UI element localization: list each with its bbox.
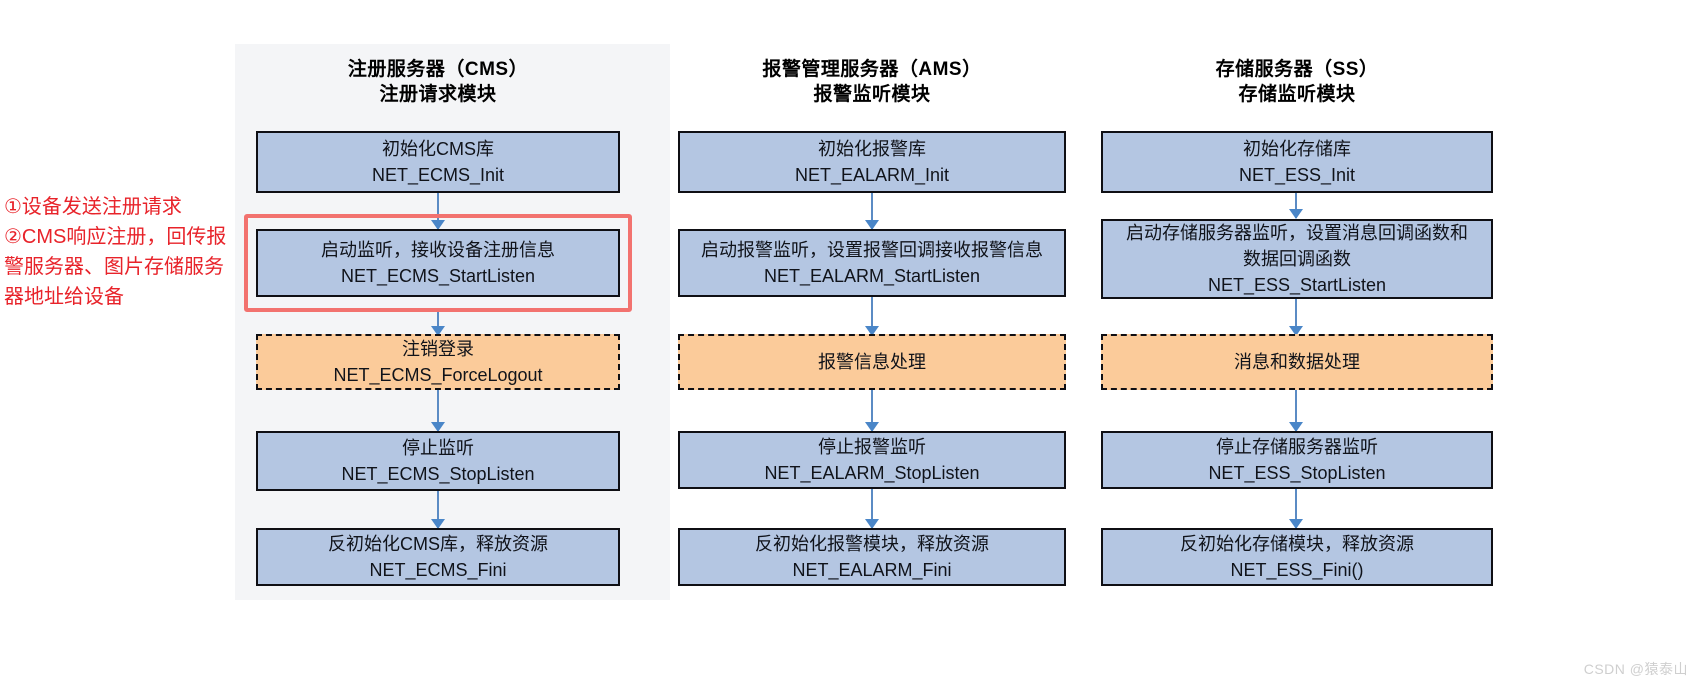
node-ams-startlisten[interactable]: 启动报警监听，设置报警回调接收报警信息 NET_EALARM_StartList… — [678, 229, 1066, 297]
arrow-cms-1 — [431, 193, 445, 230]
arrow-ams-2 — [865, 297, 879, 336]
column-cms: 注册服务器（CMS） 注册请求模块 — [256, 44, 620, 107]
column-ss: 存储服务器（SS） 存储监听模块 — [1101, 44, 1493, 107]
cms-column-panel — [235, 44, 670, 600]
arrow-cms-3 — [431, 390, 445, 432]
node-ss-init[interactable]: 初始化存储库 NET_ESS_Init — [1101, 131, 1493, 193]
annotation-line-2: ②CMS响应注册，回传报警服务器、图片存储服务器地址给设备 — [4, 226, 227, 308]
arrow-cms-4 — [431, 491, 445, 529]
arrow-ss-4 — [1289, 489, 1303, 529]
node-ams-alarm-process[interactable]: 报警信息处理 — [678, 334, 1066, 390]
column-title-ams: 报警管理服务器（AMS） 报警监听模块 — [762, 59, 982, 105]
arrow-ss-2 — [1289, 299, 1303, 336]
node-cms-init[interactable]: 初始化CMS库 NET_ECMS_Init — [256, 131, 620, 193]
arrow-ss-3 — [1289, 390, 1303, 432]
column-ams: 报警管理服务器（AMS） 报警监听模块 — [678, 44, 1066, 107]
column-title-cms: 注册服务器（CMS） 注册请求模块 — [347, 59, 529, 105]
annotation-red-note: ①设备发送注册请求 ②CMS响应注册，回传报警服务器、图片存储服务器地址给设备 — [4, 192, 236, 312]
node-ss-message-process[interactable]: 消息和数据处理 — [1101, 334, 1493, 390]
node-ss-stoplisten[interactable]: 停止存储服务器监听 NET_ESS_StopListen — [1101, 431, 1493, 489]
arrow-ss-1 — [1289, 193, 1303, 219]
node-cms-stoplisten[interactable]: 停止监听 NET_ECMS_StopListen — [256, 431, 620, 491]
node-ss-fini[interactable]: 反初始化存储模块，释放资源 NET_ESS_Fini() — [1101, 528, 1493, 586]
node-ams-init[interactable]: 初始化报警库 NET_EALARM_Init — [678, 131, 1066, 193]
node-cms-fini[interactable]: 反初始化CMS库，释放资源 NET_ECMS_Fini — [256, 528, 620, 586]
watermark: CSDN @猿泰山 — [1583, 661, 1688, 677]
arrow-ams-1 — [865, 193, 879, 230]
arrow-ams-3 — [865, 390, 879, 432]
annotation-line-1: ①设备发送注册请求 — [4, 196, 182, 218]
arrow-cms-2 — [431, 312, 445, 336]
node-cms-forcelogout[interactable]: 注销登录 NET_ECMS_ForceLogout — [256, 334, 620, 390]
column-title-ss: 存储服务器（SS） 存储监听模块 — [1215, 59, 1379, 105]
node-cms-startlisten[interactable]: 启动监听，接收设备注册信息 NET_ECMS_StartListen — [256, 229, 620, 297]
node-ss-startlisten[interactable]: 启动存储服务器监听，设置消息回调函数和 数据回调函数 NET_ESS_Start… — [1101, 219, 1493, 299]
arrow-ams-4 — [865, 489, 879, 529]
node-ams-stoplisten[interactable]: 停止报警监听 NET_EALARM_StopListen — [678, 431, 1066, 489]
node-ams-fini[interactable]: 反初始化报警模块，释放资源 NET_EALARM_Fini — [678, 528, 1066, 586]
